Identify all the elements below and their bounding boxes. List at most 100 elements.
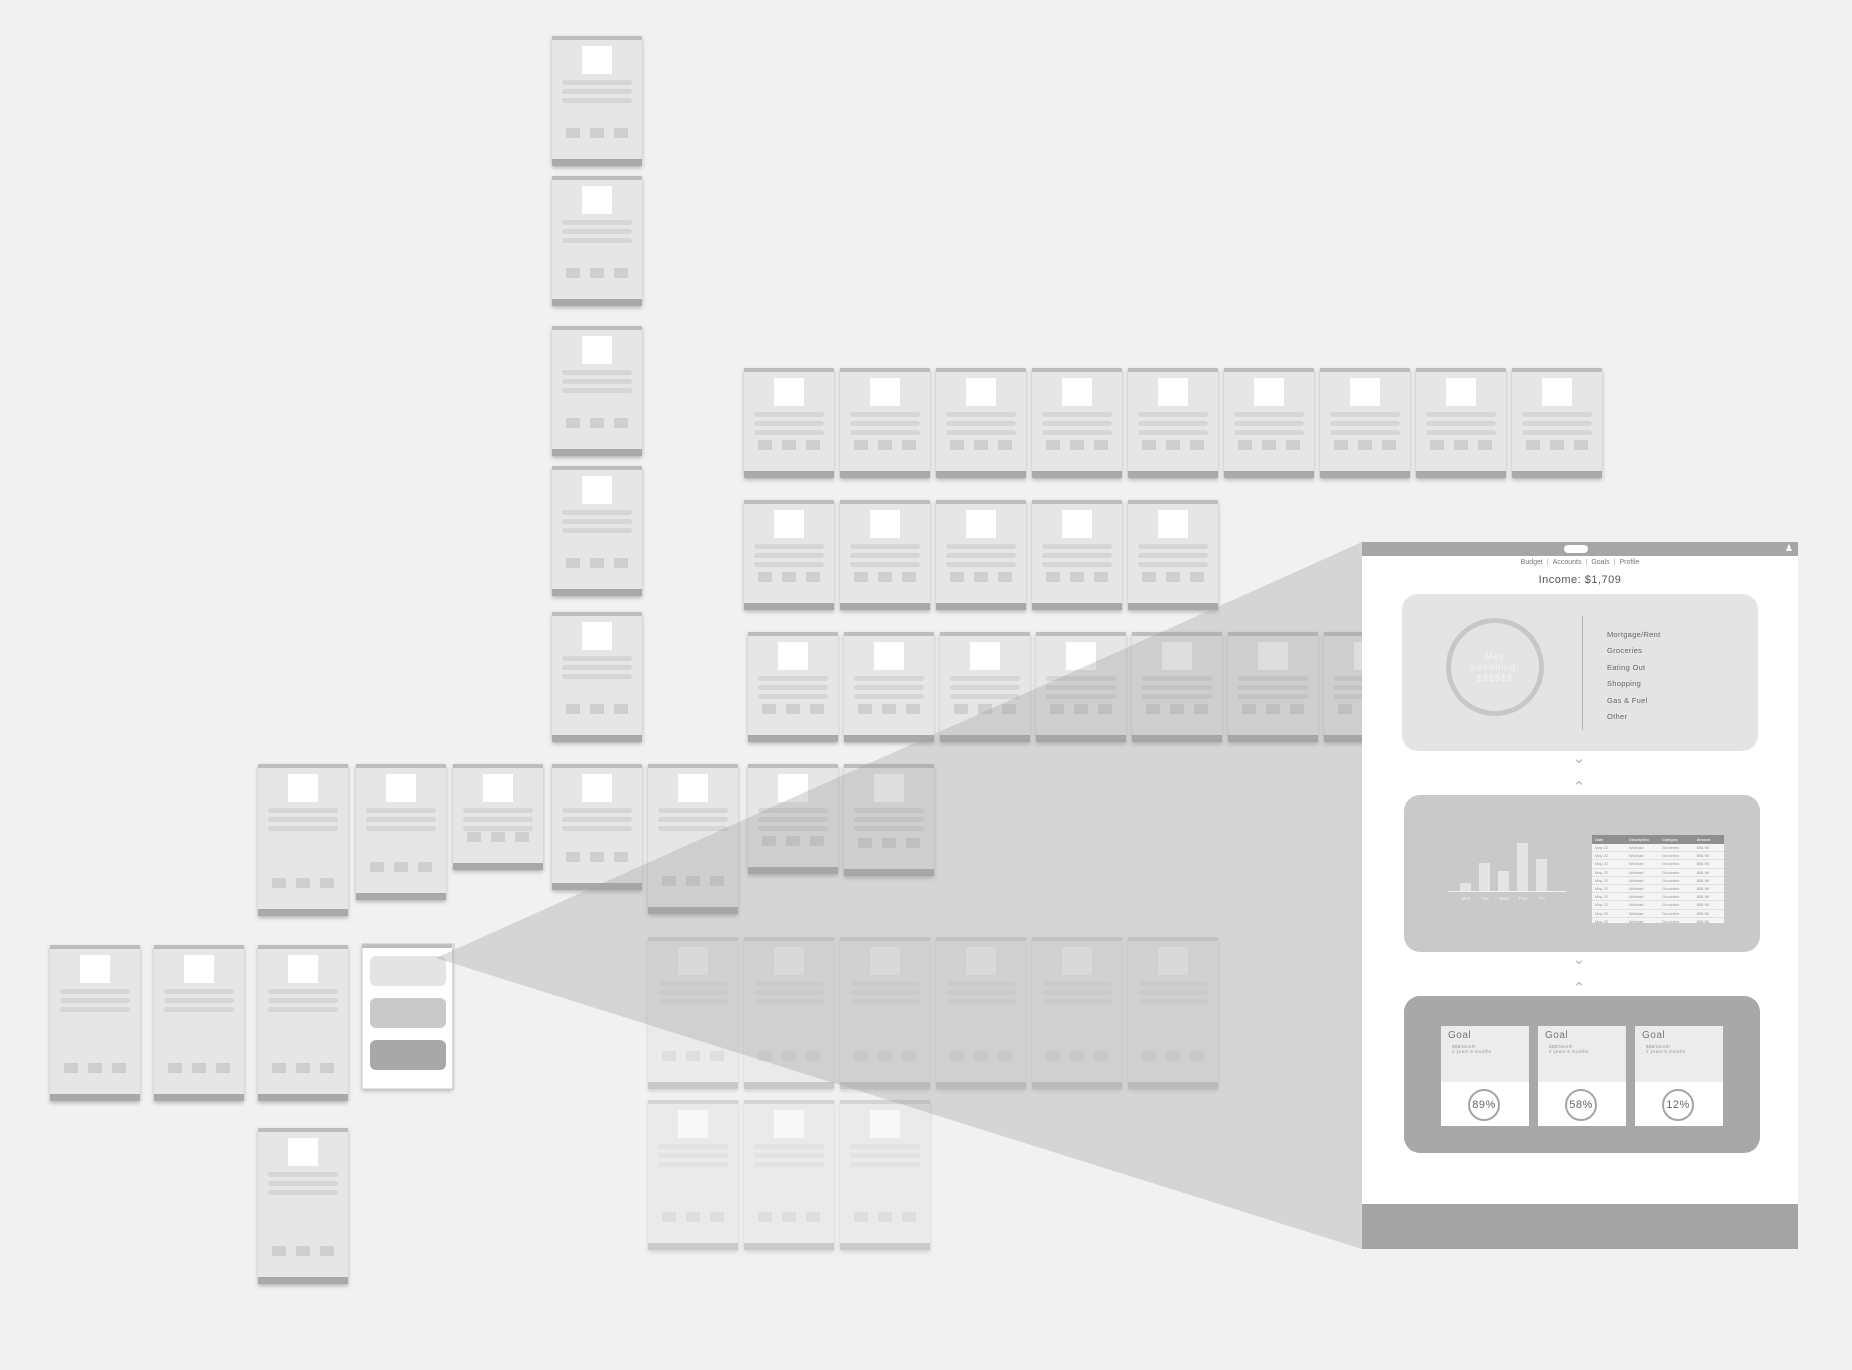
chevron-up-icon[interactable]: ⌃ [1572, 980, 1586, 997]
category-item[interactable]: Mortgage/Rent [1607, 630, 1661, 639]
wireframe-thumbnail[interactable] [552, 466, 642, 596]
wireframe-thumbnail[interactable] [258, 1128, 348, 1284]
wireframe-thumbnail[interactable] [1228, 632, 1318, 742]
wireframe-thumbnail[interactable] [1128, 368, 1218, 478]
goals-panel[interactable]: Goal $$$/Month 2 years 6 months 89% Goal… [1404, 996, 1760, 1153]
wireframe-thumbnail[interactable] [1036, 632, 1126, 742]
wireframe-thumbnail[interactable] [552, 326, 642, 456]
spending-panel[interactable]: May Spending: $$$$$$ Mortgage/Rent Groce… [1402, 594, 1758, 751]
chart-bar [1498, 871, 1509, 891]
wireframe-thumbnail[interactable] [840, 937, 930, 1089]
table-cell: $56.98 [1696, 902, 1709, 908]
wireframe-thumbnail[interactable] [936, 368, 1026, 478]
wireframe-thumbnail[interactable] [1128, 500, 1218, 610]
wireframe-thumbnail[interactable] [748, 764, 838, 874]
wireframe-thumbnail[interactable] [1128, 937, 1218, 1089]
table-cell: Walmart [1628, 861, 1644, 867]
wireframe-thumbnail[interactable] [840, 1100, 930, 1250]
wireframe-thumbnail[interactable] [744, 368, 834, 478]
table-cell: $56.98 [1696, 918, 1709, 923]
wireframe-thumbnail[interactable] [50, 945, 140, 1101]
wireframe-thumbnail[interactable] [844, 764, 934, 876]
chevron-down-icon[interactable]: ⌄ [1572, 951, 1586, 968]
wireframe-thumbnail[interactable] [1032, 368, 1122, 478]
user-icon[interactable]: ♟ [1784, 543, 1793, 553]
nav-item-profile[interactable]: Profile [1619, 559, 1640, 566]
goal-card[interactable]: Goal $$$/Month 2 years 6 months 12% [1635, 1026, 1723, 1126]
wireframe-thumbnail[interactable] [552, 612, 642, 742]
wireframe-thumbnail[interactable] [648, 937, 738, 1089]
wireframe-thumbnail[interactable] [744, 1100, 834, 1250]
chart-x-tick-label: Fri [1539, 896, 1545, 901]
wireframe-thumbnail[interactable] [453, 764, 543, 870]
wireframe-thumbnail[interactable] [936, 937, 1026, 1089]
nav-item-budget[interactable]: Budget [1520, 559, 1543, 566]
wireframe-thumbnail[interactable] [552, 764, 642, 890]
footer-bar [1362, 1204, 1798, 1249]
goal-duration: 2 years 6 months [1549, 1049, 1589, 1054]
home-pill-button[interactable] [1564, 545, 1588, 553]
category-item[interactable]: Eating Out [1607, 662, 1646, 672]
wireframe-thumbnail[interactable] [1416, 368, 1506, 478]
wireframe-thumbnail[interactable] [258, 764, 348, 916]
wireframe-thumbnail[interactable] [744, 500, 834, 610]
wireframe-thumbnail[interactable] [840, 500, 930, 610]
column-header[interactable]: Category [1661, 837, 1679, 842]
table-cell: May 22 [1595, 853, 1609, 859]
wireframe-thumbnail[interactable] [1032, 937, 1122, 1089]
wireframe-thumbnail[interactable] [940, 632, 1030, 742]
main-nav: Budget|Accounts|Goals|Profile [1362, 559, 1798, 566]
column-header[interactable]: Amount [1696, 837, 1711, 842]
goal-card[interactable]: Goal $$$/Month 2 years 6 months 89% [1441, 1026, 1529, 1126]
wireframe-thumbnail[interactable] [1512, 368, 1602, 478]
column-header[interactable]: Description [1628, 837, 1649, 842]
table-cell: Groceries [1661, 902, 1680, 908]
wireframe-thumbnail[interactable] [840, 368, 930, 478]
goal-card[interactable]: Goal $$$/Month 2 years 6 months 58% [1538, 1026, 1626, 1126]
selected-wireframe-thumbnail[interactable] [362, 944, 452, 1089]
table-cell: Walmart [1628, 877, 1644, 883]
wireframe-thumbnail[interactable] [844, 632, 934, 742]
category-item[interactable]: Groceries [1607, 646, 1643, 656]
wireframe-thumbnail[interactable] [1032, 500, 1122, 610]
category-item[interactable]: Gas & Fuel [1607, 695, 1648, 705]
wireframe-thumbnail[interactable] [936, 500, 1026, 610]
table-cell: Groceries [1661, 910, 1680, 916]
category-item[interactable]: Shopping [1607, 679, 1642, 689]
wireframe-thumbnail[interactable] [648, 764, 738, 914]
category-item[interactable]: Other [1607, 712, 1628, 722]
chart-x-tick-label: Thur [1518, 896, 1528, 901]
table-cell: $56.98 [1696, 877, 1709, 883]
wireframe-thumbnail[interactable] [356, 764, 446, 900]
nav-item-accounts[interactable]: Accounts [1552, 559, 1582, 566]
wireframe-thumbnail[interactable] [648, 1100, 738, 1250]
wireframe-thumbnail[interactable] [552, 36, 642, 166]
wireframe-thumbnail[interactable] [744, 937, 834, 1089]
ring-label: Spending: [1470, 662, 1520, 672]
wireframe-thumbnail[interactable] [1224, 368, 1314, 478]
wireframe-thumbnail[interactable] [552, 176, 642, 306]
chevron-down-icon[interactable]: ⌄ [1572, 750, 1586, 767]
column-header[interactable]: Date [1595, 837, 1604, 842]
table-cell: Walmart [1628, 853, 1644, 859]
wireframe-thumbnail[interactable] [1320, 368, 1410, 478]
chevron-up-icon[interactable]: ⌃ [1572, 779, 1586, 796]
table-cell: $56.98 [1696, 910, 1709, 916]
wireframe-thumbnail[interactable] [1132, 632, 1222, 742]
nav-item-goals[interactable]: Goals [1591, 559, 1610, 566]
wireframe-thumbnail[interactable] [258, 945, 348, 1101]
wireframe-thumbnail[interactable] [154, 945, 244, 1101]
wireframe-thumbnail[interactable] [748, 632, 838, 742]
